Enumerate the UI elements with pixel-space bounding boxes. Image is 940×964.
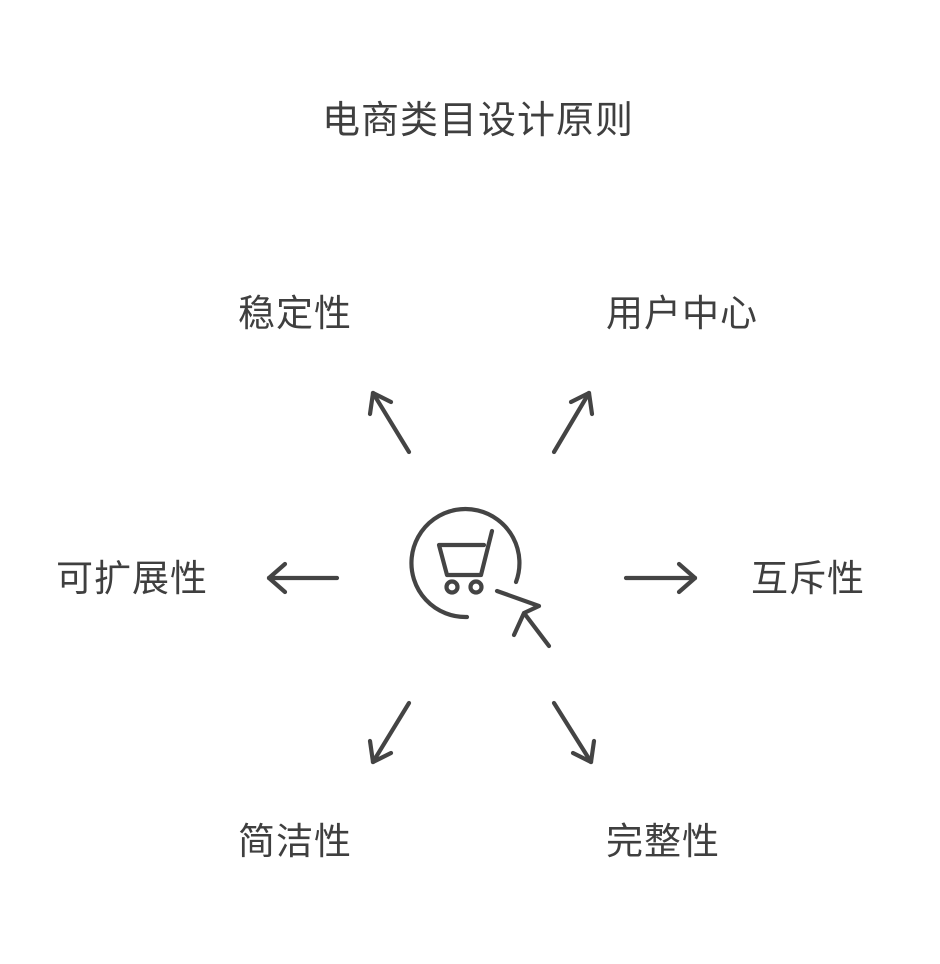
arrow-to-extensibility <box>266 561 340 595</box>
principle-user-centric: 用户中心 <box>606 292 758 335</box>
shopping-cart-click-icon <box>409 506 552 649</box>
principle-exclusivity: 互斥性 <box>751 557 865 600</box>
arrow-to-user-centric <box>551 390 595 455</box>
diagram-title: 电商类目设计原则 <box>321 98 634 142</box>
principle-extensibility: 可扩展性 <box>56 557 208 600</box>
principle-simplicity: 简洁性 <box>238 820 352 863</box>
arrow-to-stability <box>367 390 412 455</box>
arrow-to-simplicity <box>367 700 412 765</box>
principle-completeness: 完整性 <box>606 820 720 863</box>
principle-stability: 稳定性 <box>238 292 352 335</box>
arrow-to-exclusivity <box>623 561 698 595</box>
arrow-to-completeness <box>551 700 597 765</box>
